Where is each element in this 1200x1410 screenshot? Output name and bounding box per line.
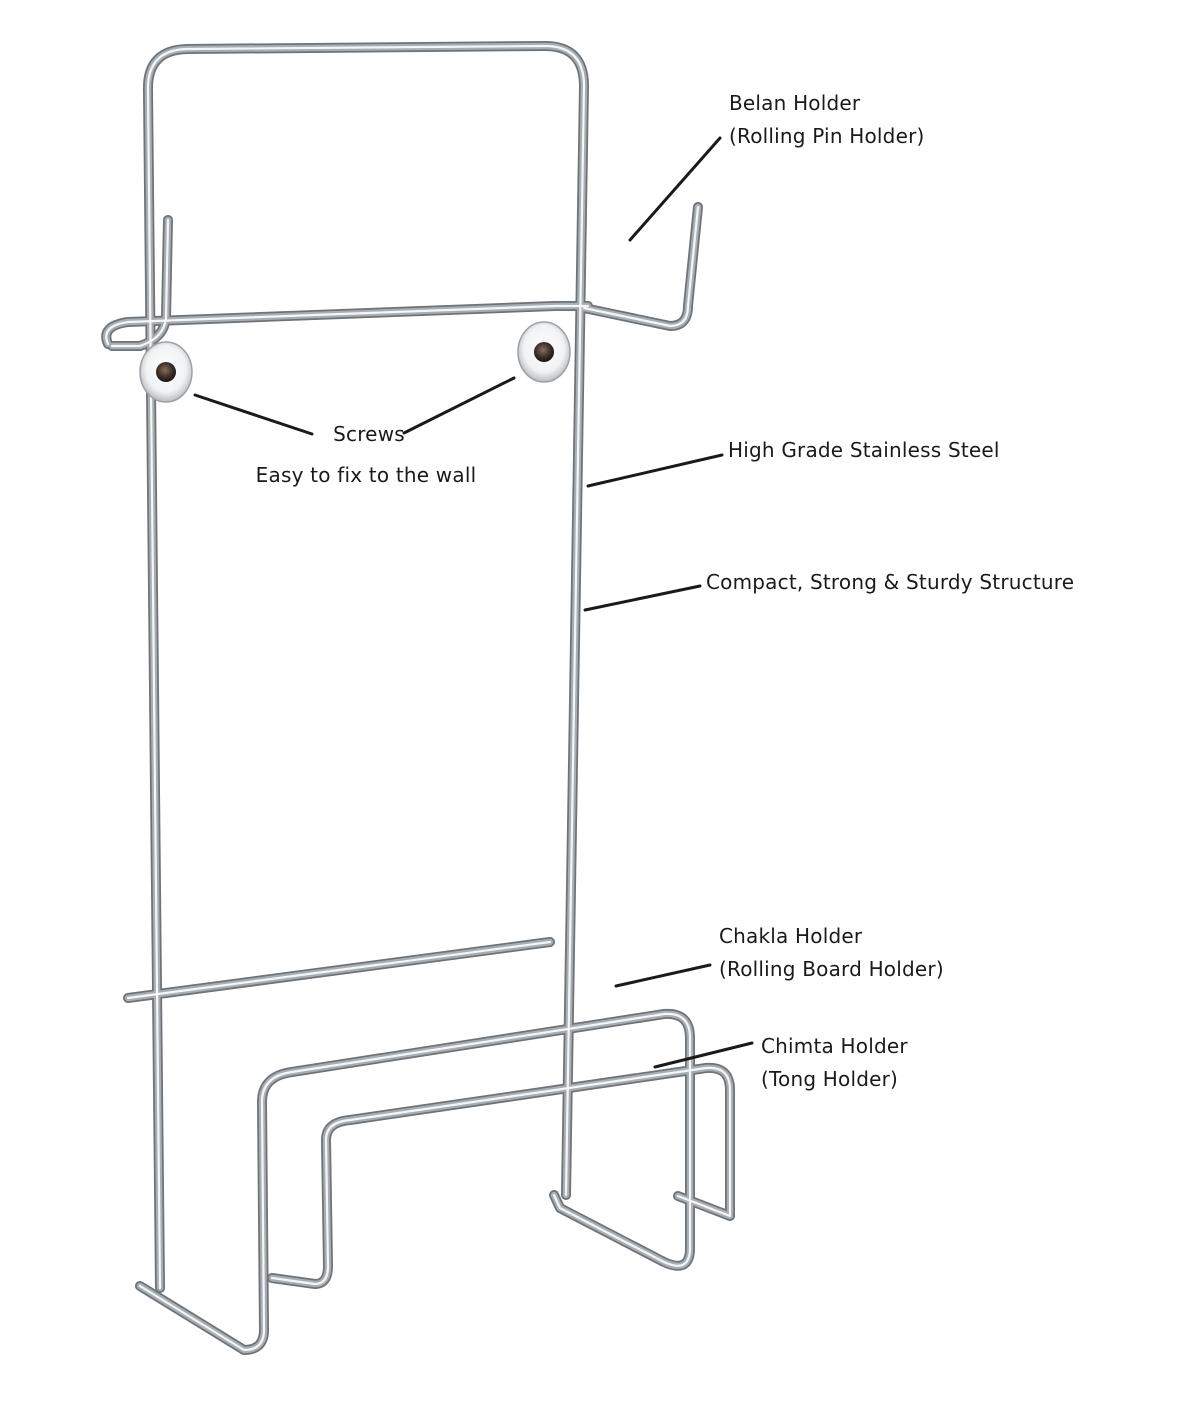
screws-leader-right bbox=[402, 376, 516, 435]
belan-leader-line bbox=[628, 136, 722, 242]
chakla-crossbar-highlight bbox=[126, 940, 552, 1000]
chakla-outer-loop-shadow bbox=[135, 1008, 695, 1355]
chimta-inner-loop-highlight bbox=[270, 1066, 732, 1286]
screws-label: Screws Easy to fix to the wall bbox=[248, 418, 484, 492]
steel-label: High Grade Stainless Steel bbox=[728, 434, 1000, 467]
steel-title: High Grade Stainless Steel bbox=[728, 438, 1000, 462]
left-screw-head bbox=[156, 362, 176, 382]
main-frame-body bbox=[144, 42, 588, 1292]
right-screw-head bbox=[534, 342, 554, 362]
chakla-leader-line bbox=[614, 963, 712, 988]
belan-holder-title: Belan Holder bbox=[729, 91, 861, 115]
upper-crossbar-highlight bbox=[105, 304, 590, 346]
wire-frame-body bbox=[103, 42, 734, 1354]
chakla-holder-subtitle: (Rolling Board Holder) bbox=[719, 957, 944, 981]
chakla-outer-loop-highlight bbox=[138, 1012, 692, 1352]
chakla-holder-label: Chakla Holder (Rolling Board Holder) bbox=[719, 920, 944, 986]
chimta-holder-title: Chimta Holder bbox=[761, 1034, 908, 1058]
wire-frame-highlight bbox=[105, 44, 732, 1352]
wall-screws bbox=[139, 321, 571, 403]
belan-holder-subtitle: (Rolling Pin Holder) bbox=[729, 124, 925, 148]
left-rolling-pin-hook-highlight bbox=[110, 218, 170, 348]
structure-title: Compact, Strong & Sturdy Structure bbox=[706, 570, 1075, 594]
chakla-holder-title: Chakla Holder bbox=[719, 924, 863, 948]
screws-leader-left bbox=[193, 393, 314, 436]
wire-frame-shadow bbox=[101, 41, 735, 1355]
structure-label: Compact, Strong & Sturdy Structure bbox=[706, 566, 1074, 599]
structure-leader-line bbox=[583, 584, 702, 612]
right-rolling-pin-hook-shadow bbox=[579, 202, 703, 331]
screws-subtitle: Easy to fix to the wall bbox=[255, 463, 477, 487]
chimta-inner-loop-body bbox=[268, 1064, 734, 1288]
right-screw bbox=[517, 321, 571, 383]
chakla-outer-loop-body bbox=[136, 1010, 694, 1354]
screws-title: Screws bbox=[333, 422, 405, 446]
chimta-leader-line bbox=[653, 1041, 754, 1069]
steel-leader-line bbox=[586, 453, 724, 488]
main-frame-highlight bbox=[146, 44, 586, 1290]
belan-holder-label: Belan Holder (Rolling Pin Holder) bbox=[729, 87, 925, 153]
chimta-holder-subtitle: (Tong Holder) bbox=[761, 1067, 899, 1091]
main-frame-shadow bbox=[142, 41, 589, 1293]
chimta-holder-label: Chimta Holder (Tong Holder) bbox=[761, 1030, 908, 1096]
left-screw bbox=[139, 341, 193, 403]
leader-lines bbox=[193, 136, 754, 1069]
right-rolling-pin-hook-highlight bbox=[582, 205, 700, 328]
